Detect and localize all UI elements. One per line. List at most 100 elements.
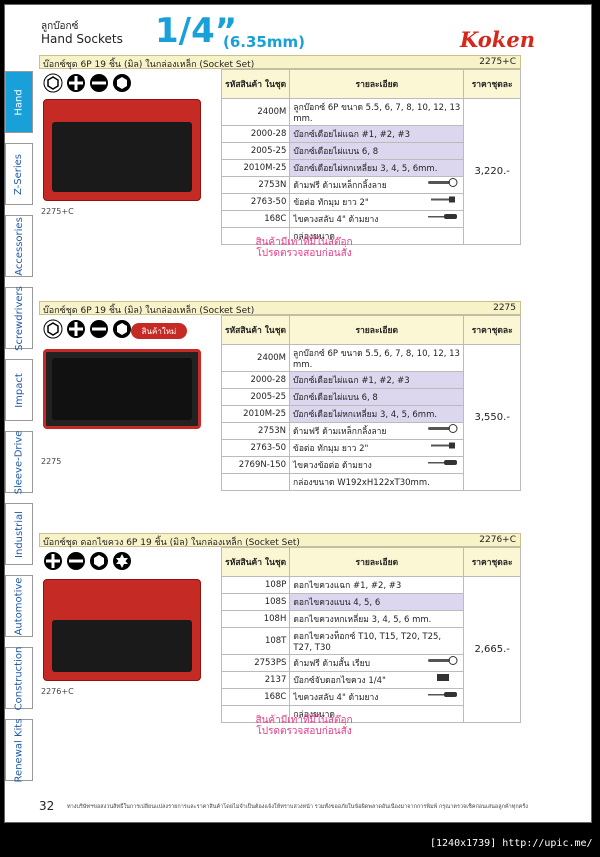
- stock-note: สินค้ามีเท่าที่มีในสต๊อก โปรดตรวจสอบก่อน…: [239, 715, 369, 737]
- item-description: บ๊อกซ์เดือยไผ่แบน 6, 8: [289, 388, 465, 406]
- set-price: 3,220.-: [463, 98, 521, 245]
- item-code: 2400M: [220, 98, 291, 126]
- item-description-text: ลูกบ๊อกซ์ 6P ขนาด 5.5, 6, 7, 8, 10, 12, …: [293, 349, 460, 370]
- item-description: ข้อต่อ ทักมุม ยาว 2": [289, 193, 465, 211]
- item-code: 2137: [220, 671, 291, 689]
- item-description: บ๊อกซ์เดือยไผ่แฉก #1, #2, #3: [289, 125, 465, 143]
- item-description-text: ไขควงข้อต่อ ด้ามยาง: [293, 461, 372, 471]
- bit-tray: [52, 620, 192, 672]
- item-description-text: ข้อต่อ ทักมุม ยาว 2": [293, 444, 369, 454]
- sidebar-tab-impact[interactable]: Impact: [5, 359, 33, 421]
- sidebar-tab-automotive[interactable]: Automotive: [5, 575, 33, 637]
- tip-type-icons: [43, 551, 132, 571]
- item-description-text: บ๊อกซ์เดือยไผ่แบน 6, 8: [293, 147, 379, 157]
- item-code: 108T: [220, 627, 291, 655]
- item-description-text: ไขควงสลับ 4" ด้ามยาง: [293, 693, 379, 703]
- item-description: ด้ามฟรี ด้ามเหล็กกลิ้งลาย: [289, 422, 465, 440]
- hex-bit-icon: [113, 74, 131, 92]
- sidebar-tab-z-series[interactable]: Z-Series: [5, 143, 33, 205]
- sidebar-tab-label: Z-Series: [13, 153, 25, 195]
- page-number: 32: [39, 799, 55, 813]
- item-code: 108H: [220, 610, 291, 628]
- hex-bit-icon: [113, 320, 131, 338]
- screwdriver-icon: [428, 460, 458, 465]
- photo-caption: 2275: [41, 457, 62, 466]
- sidebar-tab-screwdrivers[interactable]: Screwdrivers: [5, 286, 33, 350]
- photo-caption: 2276+C: [41, 687, 74, 696]
- sidebar-tab-accessories[interactable]: Accessories: [5, 215, 33, 277]
- item-description: บ๊อกซ์เดือยไผ่แบน 6, 8: [289, 142, 465, 160]
- product-photo: [43, 349, 201, 429]
- item-description: ดอกไขควงแฉก #1, #2, #3: [289, 576, 465, 594]
- item-description-text: กล่องขนาด: [293, 710, 335, 720]
- socket-tray: [52, 122, 192, 192]
- item-description-text: ด้ามฟรี ด้ามเหล็กกลิ้งลาย: [293, 427, 387, 437]
- item-description: ดอกไขควงหกเหลี่ยม 3, 4, 5, 6 mm.: [289, 610, 465, 628]
- section-code: 2276+C: [479, 535, 516, 545]
- spec-header-row: รหัสสินค้า ในชุดรายละเอียดราคาชุดละ: [220, 69, 521, 99]
- header-drive-size-mm: (6.35mm): [223, 33, 305, 51]
- stock-note-line-2: โปรดตรวจสอบก่อนสั่ง: [256, 248, 352, 259]
- item-code: 2400M: [220, 344, 291, 372]
- sidebar-tab-construction[interactable]: Construction: [5, 646, 33, 710]
- phillips-tip-icon: [44, 552, 62, 570]
- item-description-text: บ๊อกซ์จับดอกไขควง 1/4": [293, 676, 386, 686]
- item-code: [220, 705, 291, 723]
- item-code: 2753PS: [220, 654, 291, 672]
- extension-bar-icon: [431, 442, 456, 449]
- item-code: 2763-50: [220, 193, 291, 211]
- stock-note-line-2: โปรดตรวจสอบก่อนสั่ง: [256, 726, 352, 737]
- item-code: 108S: [220, 593, 291, 611]
- photo-caption: 2275+C: [41, 207, 74, 216]
- item-description: ดอกไขควงท็อกซ์ T10, T15, T20, T25, T27, …: [289, 627, 465, 655]
- sidebar-tab-industrial[interactable]: Industrial: [5, 503, 33, 565]
- item-description-text: บ๊อกซ์เดือยไผ่แฉก #1, #2, #3: [293, 130, 411, 140]
- item-code: 2769N-150: [220, 456, 291, 474]
- item-description-text: บ๊อกซ์เดือยไผ่แฉก #1, #2, #3: [293, 376, 410, 386]
- header-title-en: Hand Sockets: [41, 32, 123, 46]
- item-description-text: บ๊อกซ์เดือยไผ่แบน 6, 8: [293, 393, 378, 403]
- sidebar-tab-sleeve-drive[interactable]: Sleeve-Drive: [5, 430, 33, 494]
- item-description: ไขควงข้อต่อ ด้ามยาง: [289, 456, 465, 474]
- item-description-text: กล่องขนาด W192xH122xT30mm.: [293, 478, 430, 488]
- hex-socket-icon: [43, 319, 63, 339]
- sidebar-tab-label: Accessories: [13, 216, 25, 276]
- item-description: บ๊อกซ์เดือยไผ่หกเหลี่ยม 3, 4, 5, 6mm.: [289, 159, 465, 177]
- sidebar-tab-label: Hand: [13, 88, 25, 116]
- item-code: 2753N: [220, 176, 291, 194]
- item-description: บ๊อกซ์เดือยไผ่แฉก #1, #2, #3: [289, 371, 465, 389]
- item-description-text: ลูกบ๊อกซ์ 6P ขนาด 5.5, 6, 7, 8, 10, 12, …: [293, 103, 461, 124]
- item-description-text: ด้ามฟรี ด้ามสั้น เรียบ: [293, 659, 370, 669]
- section-header: บ๊อกซ์ชุด ดอกไขควง 6P 19 ชิ้น (มิล) ในกล…: [39, 533, 521, 548]
- torx-tip-icon: [113, 552, 131, 570]
- item-code: 2005-25: [220, 142, 291, 160]
- phillips-tip-icon: [67, 74, 85, 92]
- sidebar-tab-label: Industrial: [13, 510, 25, 558]
- sidebar-tab-hand[interactable]: Hand: [5, 71, 33, 133]
- item-code: 2000-28: [220, 371, 291, 389]
- item-description-text: บ๊อกซ์เดือยไผ่หกเหลี่ยม 3, 4, 5, 6mm.: [293, 164, 438, 174]
- item-code: 168C: [220, 688, 291, 706]
- item-description-text: ดอกไขควงแฉก #1, #2, #3: [293, 581, 402, 591]
- sidebar-tab-renewal-kits[interactable]: Renewal Kits: [5, 718, 33, 782]
- item-code: 2753N: [220, 422, 291, 440]
- spec-header-row: รหัสสินค้า ในชุดรายละเอียดราคาชุดละ: [220, 315, 521, 345]
- extension-bar-icon: [431, 196, 456, 203]
- stock-note: สินค้ามีเท่าที่มีในสต๊อก โปรดตรวจสอบก่อน…: [239, 237, 369, 259]
- table-row: กล่องขนาด: [220, 227, 521, 245]
- item-description: ไขควงสลับ 4" ด้ามยาง: [289, 688, 465, 706]
- sidebar-tab-label: Construction: [13, 646, 25, 710]
- item-code: 108P: [220, 576, 291, 594]
- set-price: 2,665.-: [463, 576, 521, 723]
